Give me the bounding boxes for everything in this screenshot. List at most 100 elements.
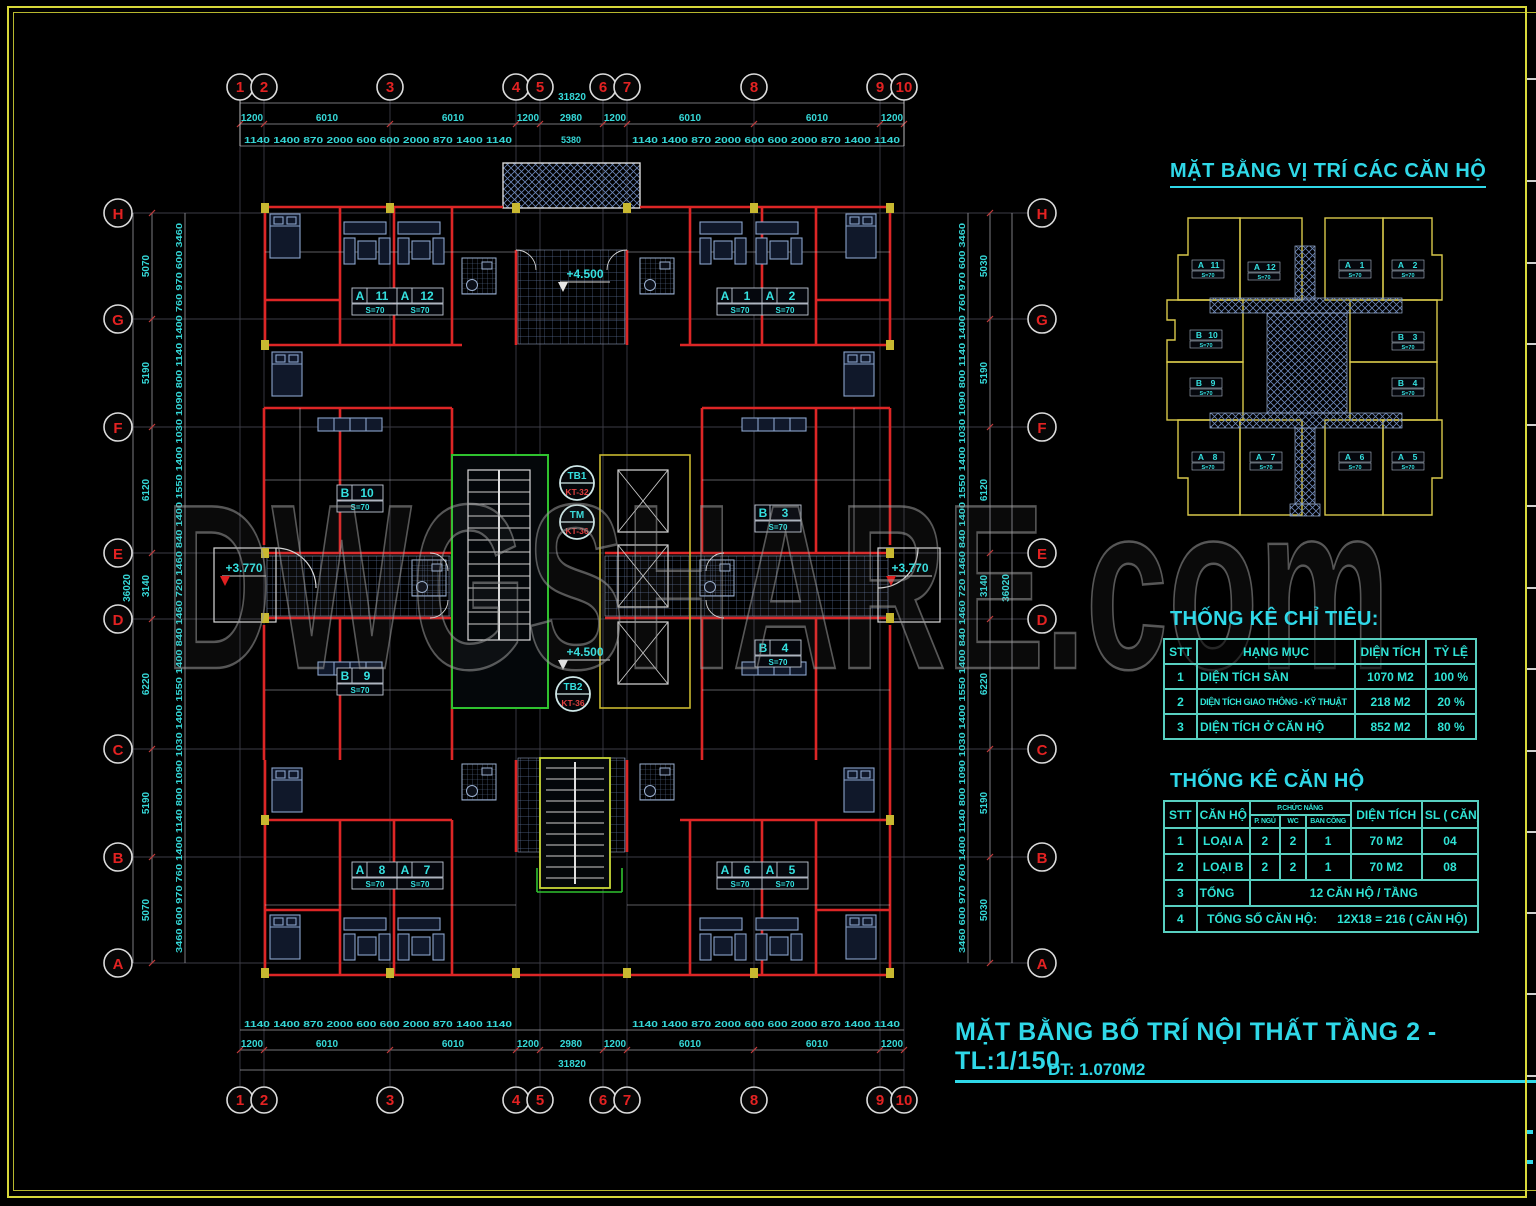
svg-text:F: F [113,420,122,437]
unit-labels: A 11 S=70 A 12 S=70 A 1 S=70 A 2 S=70 [336,287,809,890]
svg-text:S=70: S=70 [1202,273,1215,279]
statistics-table: STT HẠNG MỤC DIỆN TÍCH TỶ LỆ 1 DIỆN TÍCH… [1163,638,1477,740]
svg-text:7: 7 [623,79,631,96]
svg-text:S=70: S=70 [351,503,370,512]
svg-text:12: 12 [1266,262,1276,272]
svg-text:12: 12 [420,289,434,303]
dim-text: 3140 [141,574,152,597]
dim-text: 1200 [241,113,264,124]
svg-text:A: A [356,289,365,303]
dim-text: 1200 [604,113,627,124]
svg-text:B: B [341,669,350,683]
svg-text:S=70: S=70 [731,880,750,889]
svg-text:10: 10 [896,79,913,96]
svg-text:+3.770: +3.770 [225,561,262,575]
svg-text:D: D [1037,612,1048,629]
level-porch-right: +3.770 [886,561,932,586]
table-row: 3 TỔNG 12 CĂN HỘ / TẦNG [1163,879,1480,907]
door-arcs [429,249,725,619]
svg-text:2: 2 [789,289,796,303]
svg-text:A: A [766,863,775,877]
dim-text: 5190 [979,361,990,384]
unit-label-a2: A 2 S=70 [761,287,809,316]
apartment-table: STT CĂN HỘ P.CHỨC NĂNG DIỆN TÍCH SL ( CĂ… [1163,800,1480,933]
table2-title: THỐNG KÊ CĂN HỘ [1170,770,1365,792]
svg-text:S=70: S=70 [1258,275,1271,281]
svg-text:S=70: S=70 [776,306,795,315]
dim-text: 6220 [141,672,152,695]
svg-text:B: B [1398,378,1404,388]
dim-text: 6120 [979,478,990,501]
svg-text:H: H [1037,206,1048,223]
dim-text: 6010 [316,1039,339,1050]
svg-text:TM: TM [570,510,584,521]
dim-fine: 1140 1400 870 2000 600 600 2000 870 1400… [632,1019,900,1029]
table-row: 2 DIỆN TÍCH GIAO THÔNG - KỸ THUẬT 218 M2… [1163,688,1477,715]
svg-text:A: A [401,863,410,877]
svg-text:F: F [1037,420,1046,437]
dim-text: 6010 [316,113,339,124]
unit-label-a1: A 1 S=70 [716,287,764,316]
svg-text:B: B [1398,332,1404,342]
svg-text:S=70: S=70 [1349,465,1362,471]
svg-text:1: 1 [1360,260,1365,270]
svg-text:3: 3 [386,79,394,96]
svg-text:S=70: S=70 [1260,465,1273,471]
svg-text:10: 10 [360,486,374,500]
svg-text:G: G [112,312,124,329]
dim-text: 5070 [141,254,152,277]
dim-fine: 1140 1400 870 2000 600 600 2000 870 1400… [244,1019,512,1029]
svg-text:+4.500: +4.500 [566,267,603,281]
dim-text: 1200 [241,1039,264,1050]
elevator-shafts [599,454,691,709]
svg-text:S=70: S=70 [351,686,370,695]
key-plan-title: MẶT BẰNG VỊ TRÍ CÁC CĂN HỘ [1170,160,1487,188]
svg-text:S=70: S=70 [1402,465,1415,471]
table-row: 4 TỔNG SỐ CĂN HỘ: 12X18 = 216 ( CĂN HỘ) [1163,905,1480,933]
svg-text:4: 4 [512,1092,521,1109]
svg-text:C: C [113,742,124,759]
svg-text:6: 6 [1360,452,1365,462]
svg-text:B: B [1196,378,1202,388]
svg-text:S=70: S=70 [1402,273,1415,279]
svg-text:9: 9 [364,669,371,683]
svg-text:A: A [1256,452,1262,462]
table-row: 2 LOẠI B 2 2 1 70 M2 08 [1163,853,1480,881]
svg-text:S=70: S=70 [366,306,385,315]
svg-text:S=70: S=70 [769,523,788,532]
dim-text: 1200 [881,113,904,124]
svg-text:S=70: S=70 [411,880,430,889]
svg-text:S=70: S=70 [366,880,385,889]
dim-total-left: 36020 [122,574,133,602]
dim-text: 5190 [141,361,152,384]
elevator-tag-tm: TM KT-36 [559,504,595,540]
unit-label-a11: A 11 S=70 [351,287,399,316]
unit-label-a5: A 5 S=70 [761,861,809,890]
svg-text:A: A [721,289,730,303]
svg-text:C: C [1037,742,1048,759]
unit-label-a6: A 6 S=70 [716,861,764,890]
header-cell: HẠNG MỤC [1196,638,1356,665]
dim-text: 6010 [679,113,702,124]
elevator-tag-tb1: TB1 KT-32 [559,465,595,501]
svg-text:2: 2 [1413,260,1418,270]
dimension-lines [132,102,1013,1071]
unit-label-b10: B 10 S=70 [336,484,384,513]
svg-text:A: A [1398,452,1404,462]
dim-total-top: 31820 [558,92,586,103]
dim-text: 5190 [979,791,990,814]
table-header-row: STT HẠNG MỤC DIỆN TÍCH TỶ LỆ [1163,638,1477,665]
dim-text: 6010 [806,113,829,124]
svg-text:5: 5 [1413,452,1418,462]
svg-text:B: B [113,850,124,867]
entrance-canopy-hatch [502,162,641,209]
